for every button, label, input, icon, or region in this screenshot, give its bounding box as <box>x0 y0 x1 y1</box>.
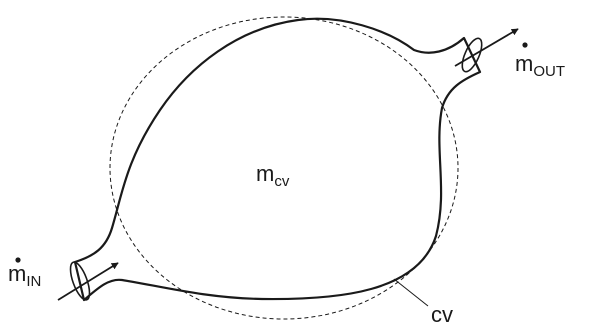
outlet-mass-flow-label: mOUT <box>515 51 565 80</box>
inlet-rate-dot <box>15 257 21 263</box>
system-boundary <box>73 17 482 302</box>
cv-leader-line <box>393 278 429 307</box>
outlet-flow-arrow <box>454 28 519 67</box>
inlet-flow-arrow <box>57 262 119 301</box>
outlet-opening <box>461 37 483 73</box>
inlet-mass-flow-label: mIN <box>8 261 41 290</box>
outlet-rate-dot <box>522 42 528 48</box>
mass-cv-label: mcv <box>256 161 290 190</box>
control-volume-boundary <box>109 16 459 320</box>
control-volume-label: cv <box>431 302 453 327</box>
inlet-opening <box>69 261 91 301</box>
